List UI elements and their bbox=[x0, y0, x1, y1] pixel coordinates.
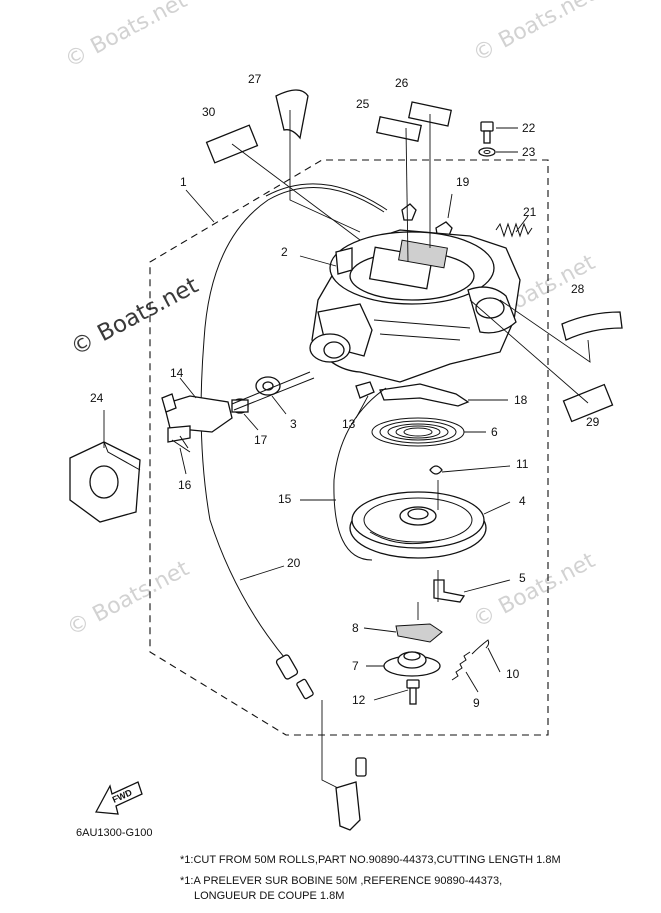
part-number-label: 29 bbox=[586, 415, 600, 429]
part-number-label: 2 bbox=[281, 245, 288, 259]
watermark-left: © Boats.net bbox=[67, 272, 203, 361]
part-24-pad bbox=[69, 441, 141, 523]
footnote-line-1: *1:CUT FROM 50M ROLLS,PART NO.90890-4437… bbox=[180, 854, 561, 866]
part-number-label: 21 bbox=[523, 205, 537, 219]
watermark-lower-left: © Boats.net bbox=[63, 556, 194, 641]
part-16-bracket bbox=[171, 435, 191, 453]
starter-rope bbox=[231, 371, 315, 411]
part-number-label: 15 bbox=[278, 492, 292, 506]
part-9-spring bbox=[451, 651, 471, 681]
part-number-label: 3 bbox=[290, 417, 297, 431]
part-number-label: 22 bbox=[522, 121, 536, 135]
part-number-label: 14 bbox=[170, 366, 184, 380]
part-number-label: 1 bbox=[180, 175, 187, 189]
part-number-label: 5 bbox=[519, 571, 526, 585]
part-number-label: 24 bbox=[90, 391, 104, 405]
part-27-curved-decal bbox=[275, 89, 309, 140]
part-number-label: 16 bbox=[178, 478, 192, 492]
cable-end-fitting bbox=[275, 654, 314, 700]
part-13-grommet bbox=[355, 381, 375, 399]
starter-housing bbox=[309, 229, 521, 383]
part-number-label: 28 bbox=[571, 282, 585, 296]
watermark-top-right: © Boats.net bbox=[469, 0, 600, 67]
part-number-label: 25 bbox=[356, 97, 370, 111]
part-20-cable bbox=[200, 187, 385, 663]
part-number-label: 8 bbox=[352, 621, 359, 635]
part-8-plate bbox=[395, 623, 443, 643]
part-28-curved-decal bbox=[561, 311, 623, 341]
part-18-cam bbox=[379, 383, 470, 407]
part-number-labels: 1 2 3 4 5 6 7 8 9 10 11 12 13 14 15 16 1… bbox=[90, 72, 600, 710]
part-number-label: 12 bbox=[352, 693, 366, 707]
mounting-bracket bbox=[321, 700, 367, 831]
part-7-drive-plate bbox=[383, 651, 441, 677]
part-21-spring bbox=[495, 222, 533, 238]
part-number-label: 13 bbox=[342, 417, 356, 431]
part-number-label: 11 bbox=[516, 457, 529, 471]
part-number-label: 9 bbox=[473, 696, 480, 710]
part-12-bolt bbox=[406, 679, 420, 705]
part-number-label: 10 bbox=[506, 667, 520, 681]
part-15-cable bbox=[333, 387, 387, 561]
part-14-handle bbox=[161, 393, 233, 443]
footnote-line-3: LONGUEUR DE COUPE 1.8M bbox=[194, 890, 344, 902]
part-22-bolt bbox=[480, 121, 494, 144]
part-23-washer bbox=[478, 147, 496, 157]
part-number-label: 23 bbox=[522, 145, 536, 159]
part-11-clip bbox=[429, 465, 443, 475]
part-number-label: 4 bbox=[519, 494, 526, 508]
watermark-top-left: © Boats.net bbox=[61, 0, 192, 73]
part-number-label: 30 bbox=[202, 105, 216, 119]
fwd-arrow-icon: FWD bbox=[94, 781, 143, 815]
part-4-reel bbox=[349, 491, 487, 559]
part-number-label: 19 bbox=[456, 175, 470, 189]
housing-clip bbox=[401, 203, 417, 221]
part-5-pawl bbox=[433, 579, 466, 603]
part-number-label: 18 bbox=[514, 393, 528, 407]
part-number-label: 17 bbox=[254, 433, 268, 447]
part-number-label: 20 bbox=[287, 556, 301, 570]
assembly-boundary bbox=[149, 159, 549, 736]
part-10-spring bbox=[471, 639, 490, 655]
diagram-code: 6AU1300-G100 bbox=[76, 827, 152, 839]
part-6-spiral-spring bbox=[371, 417, 465, 447]
part-number-label: 7 bbox=[352, 659, 359, 673]
part-number-label: 26 bbox=[395, 76, 409, 90]
part-number-label: 27 bbox=[248, 72, 262, 86]
part-number-label: 6 bbox=[491, 425, 498, 439]
footnote-line-2: *1:A PRELEVER SUR BOBINE 50M ,REFERENCE … bbox=[180, 875, 502, 887]
part-25-decal bbox=[376, 116, 422, 142]
watermark-lower-right: © Boats.net bbox=[469, 548, 600, 633]
leader-lines bbox=[103, 110, 591, 701]
